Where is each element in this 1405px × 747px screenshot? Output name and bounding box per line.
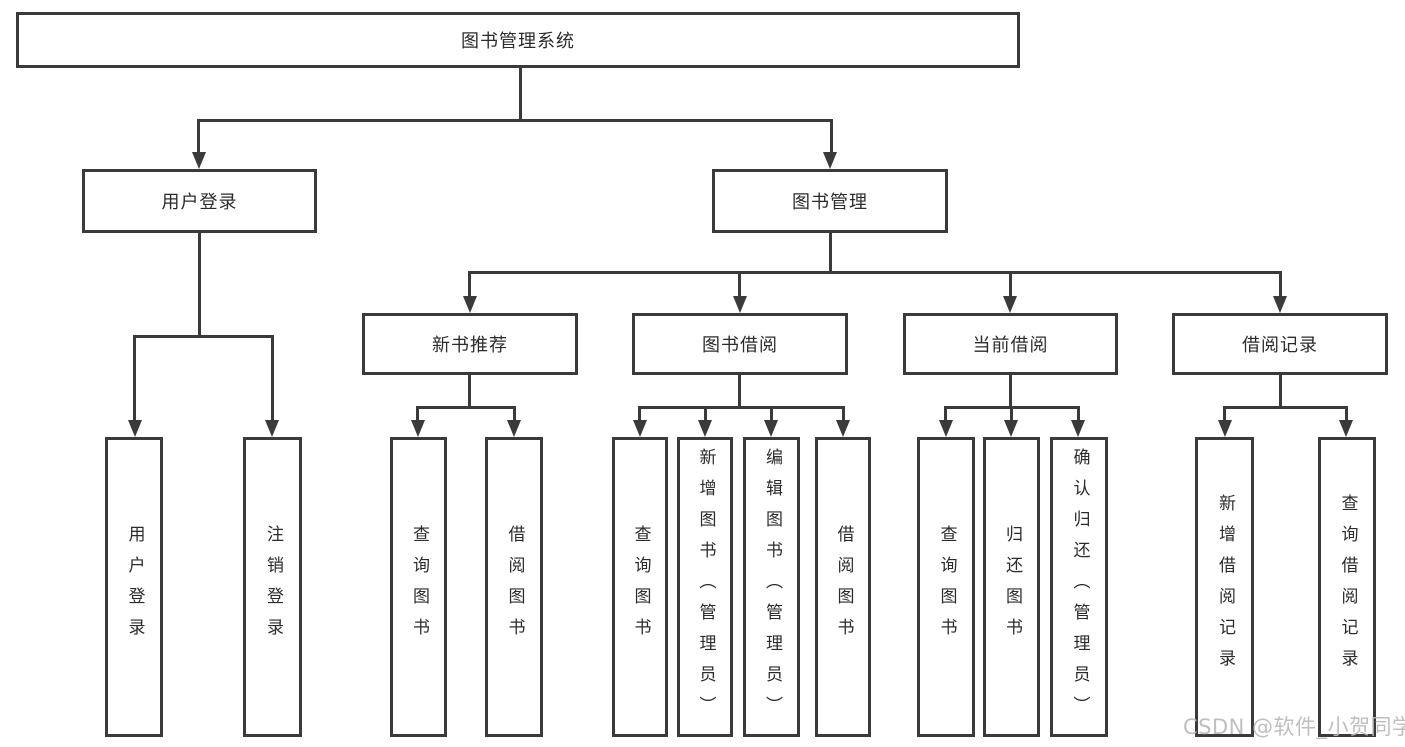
node-label: 当前借阅 <box>972 335 1049 356</box>
connector-line <box>513 406 516 422</box>
connector-line <box>271 335 274 423</box>
leaf-current-return-books: 归还图书 <box>983 437 1040 737</box>
connector-line <box>468 271 471 299</box>
leaf-borrowing-add-books-admin: 新增图书（管理员） <box>677 437 733 737</box>
leaf-logout: 注销登录 <box>243 437 302 737</box>
node-current-borrowing: 当前借阅 <box>903 313 1118 375</box>
arrow-down-icon <box>1003 296 1017 313</box>
node-label: 新增图书（管理员） <box>695 447 716 727</box>
connector-line <box>638 406 845 409</box>
arrow-down-icon <box>192 152 206 169</box>
arrow-down-icon <box>507 420 521 437</box>
node-label: 归还图书 <box>1002 525 1022 649</box>
arrow-down-icon <box>265 420 279 437</box>
node-borrowing-records: 借阅记录 <box>1172 313 1388 375</box>
node-label: 借阅图书 <box>833 525 854 649</box>
node-label: 新增借阅记录 <box>1215 494 1235 680</box>
node-label: 图书管理系统 <box>461 31 575 52</box>
arrow-down-icon <box>633 420 647 437</box>
node-book-management: 图书管理 <box>712 169 948 233</box>
arrow-down-icon <box>1339 420 1353 437</box>
node-label: 新书推荐 <box>432 335 508 356</box>
connector-line <box>133 335 136 423</box>
connector-line <box>830 119 833 155</box>
leaf-current-confirm-return-admin: 确认归还（管理员） <box>1050 437 1108 737</box>
connector-line <box>197 119 200 155</box>
arrow-down-icon <box>1071 420 1085 437</box>
arrow-down-icon <box>939 420 953 437</box>
node-label: 查询借阅记录 <box>1337 494 1358 680</box>
node-new-book-recommend: 新书推荐 <box>362 313 578 375</box>
node-label: 借阅记录 <box>1242 335 1318 356</box>
node-label: 用户登录 <box>124 525 145 649</box>
connector-line <box>944 406 947 422</box>
node-label: 用户登录 <box>161 192 238 213</box>
arrow-down-icon <box>463 296 477 313</box>
arrow-down-icon <box>733 296 747 313</box>
arrow-down-icon <box>128 420 142 437</box>
leaf-borrowing-borrow-books: 借阅图书 <box>815 437 871 737</box>
leaf-borrowing-edit-books-admin: 编辑图书（管理员） <box>743 437 800 737</box>
connector-line <box>468 271 1282 274</box>
leaf-newbook-query-books: 查询图书 <box>390 437 447 737</box>
connector-line <box>1345 406 1348 422</box>
arrow-down-icon <box>1218 420 1232 437</box>
arrow-down-icon <box>1004 420 1018 437</box>
connector-line <box>519 68 522 121</box>
connector-line <box>738 375 741 409</box>
csdn-watermark: CSDN @软件_小贺同学 <box>1183 715 1405 739</box>
arrow-down-icon <box>698 420 712 437</box>
connector-line <box>829 233 832 274</box>
leaf-borrowing-query-books: 查询图书 <box>612 437 668 737</box>
connector-line <box>1279 375 1282 409</box>
connector-line <box>704 406 707 422</box>
arrow-down-icon <box>1273 296 1287 313</box>
leaf-records-add-record: 新增借阅记录 <box>1195 437 1254 737</box>
arrow-down-icon <box>823 152 837 169</box>
node-label: 查询图书 <box>409 525 429 649</box>
connector-line <box>1223 406 1348 409</box>
connector-line <box>416 406 419 422</box>
node-label: 查询图书 <box>936 525 957 649</box>
node-book-borrowing: 图书借阅 <box>632 313 848 375</box>
connector-line <box>738 271 741 299</box>
leaf-current-query-books: 查询图书 <box>917 437 975 737</box>
connector-line <box>1223 406 1226 422</box>
node-label: 图书借阅 <box>702 335 778 356</box>
connector-line <box>1009 375 1012 409</box>
leaf-newbook-borrow-books: 借阅图书 <box>485 437 543 737</box>
connector-line <box>198 233 201 338</box>
node-label: 确认归还（管理员） <box>1069 447 1090 727</box>
connector-line <box>1077 406 1080 422</box>
connector-line <box>1010 406 1013 422</box>
node-user-login: 用户登录 <box>82 169 317 233</box>
arrow-down-icon <box>411 420 425 437</box>
node-label: 注销登录 <box>263 525 283 649</box>
leaf-user-login: 用户登录 <box>105 437 163 737</box>
node-label: 查询图书 <box>630 525 651 649</box>
connector-line <box>1009 271 1012 299</box>
node-label: 编辑图书（管理员） <box>762 447 782 727</box>
leaf-records-query-record: 查询借阅记录 <box>1318 437 1376 737</box>
connector-line <box>416 406 516 409</box>
connector-line <box>770 406 773 422</box>
connector-line <box>133 335 274 338</box>
connector-line <box>197 119 833 122</box>
connector-line <box>468 375 471 409</box>
node-label: 图书管理 <box>792 192 868 213</box>
connector-line <box>842 406 845 422</box>
node-label: 借阅图书 <box>504 525 525 649</box>
node-library-management-system: 图书管理系统 <box>16 12 1020 68</box>
arrow-down-icon <box>836 420 850 437</box>
connector-line <box>1279 271 1282 299</box>
connector-line <box>638 406 641 422</box>
arrow-down-icon <box>764 420 778 437</box>
